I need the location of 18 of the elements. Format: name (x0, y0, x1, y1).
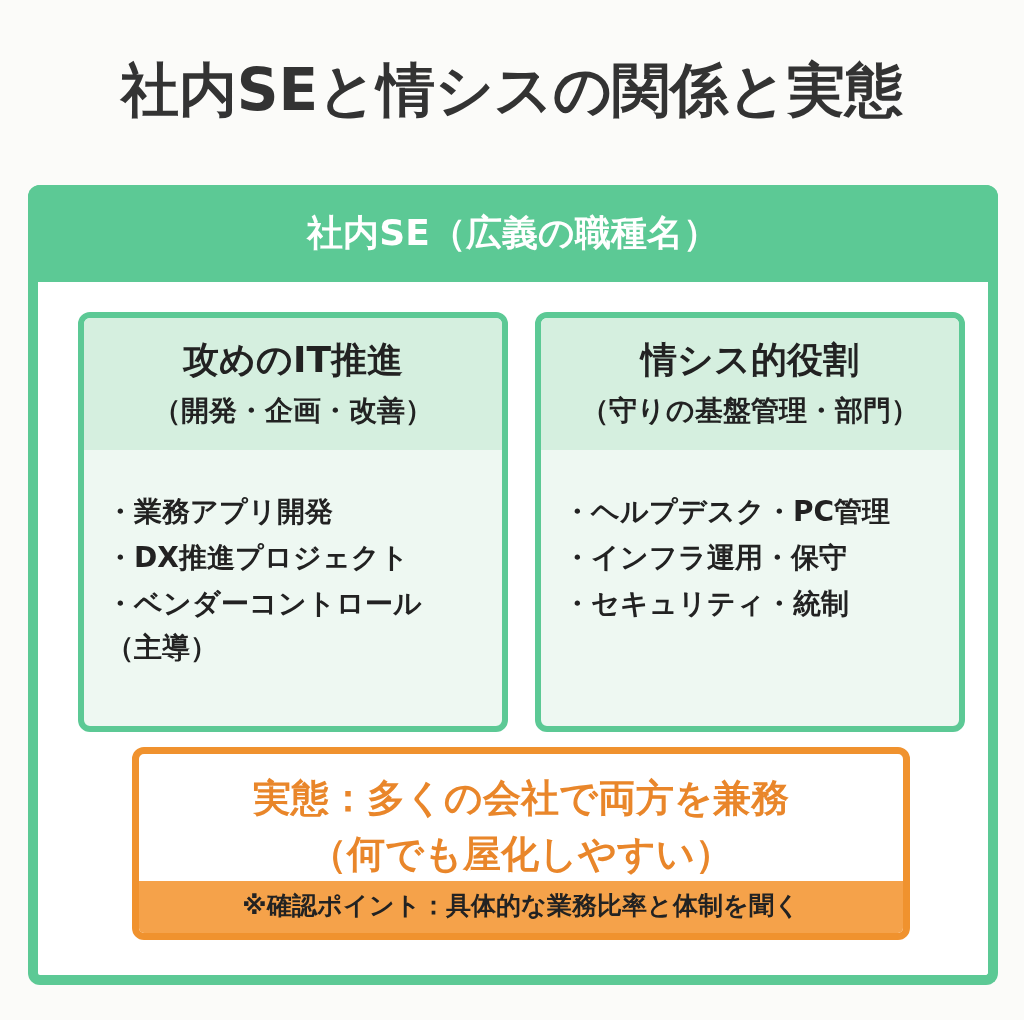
list-item: ・セキュリティ・統制 (563, 586, 850, 622)
role-card (78, 312, 508, 732)
outer-panel (28, 185, 998, 985)
list-item: ・ヘルプデスク・PC管理 (563, 494, 892, 530)
card-heading: 情シス的役割 (638, 338, 860, 382)
title: 社内SEと情シスの関係と実態 (119, 55, 905, 126)
list-item: ・DX推進プロジェクト (106, 540, 410, 576)
callout-box (132, 747, 910, 940)
role-card (535, 312, 965, 732)
card-heading: 攻めのIT推進 (182, 338, 404, 382)
list-item: ・業務アプリ開発 (106, 494, 334, 530)
callout-heading: 実態：多くの会社で両方を兼務（何でも屋化しやすい） (252, 775, 790, 878)
panel-heading: 社内SE（広義の職種名） (305, 211, 720, 255)
card-subheading: （開発・企画・改善） (152, 393, 434, 429)
list-item: ・ベンダーコントロール（主導） (106, 586, 423, 666)
card-subheading: （守りの基盤管理・部門） (580, 393, 920, 429)
note-text: ※確認ポイント：具体的な業務比率と体制を聞く (241, 890, 801, 922)
list-item: ・インフラ運用・保守 (563, 540, 848, 576)
